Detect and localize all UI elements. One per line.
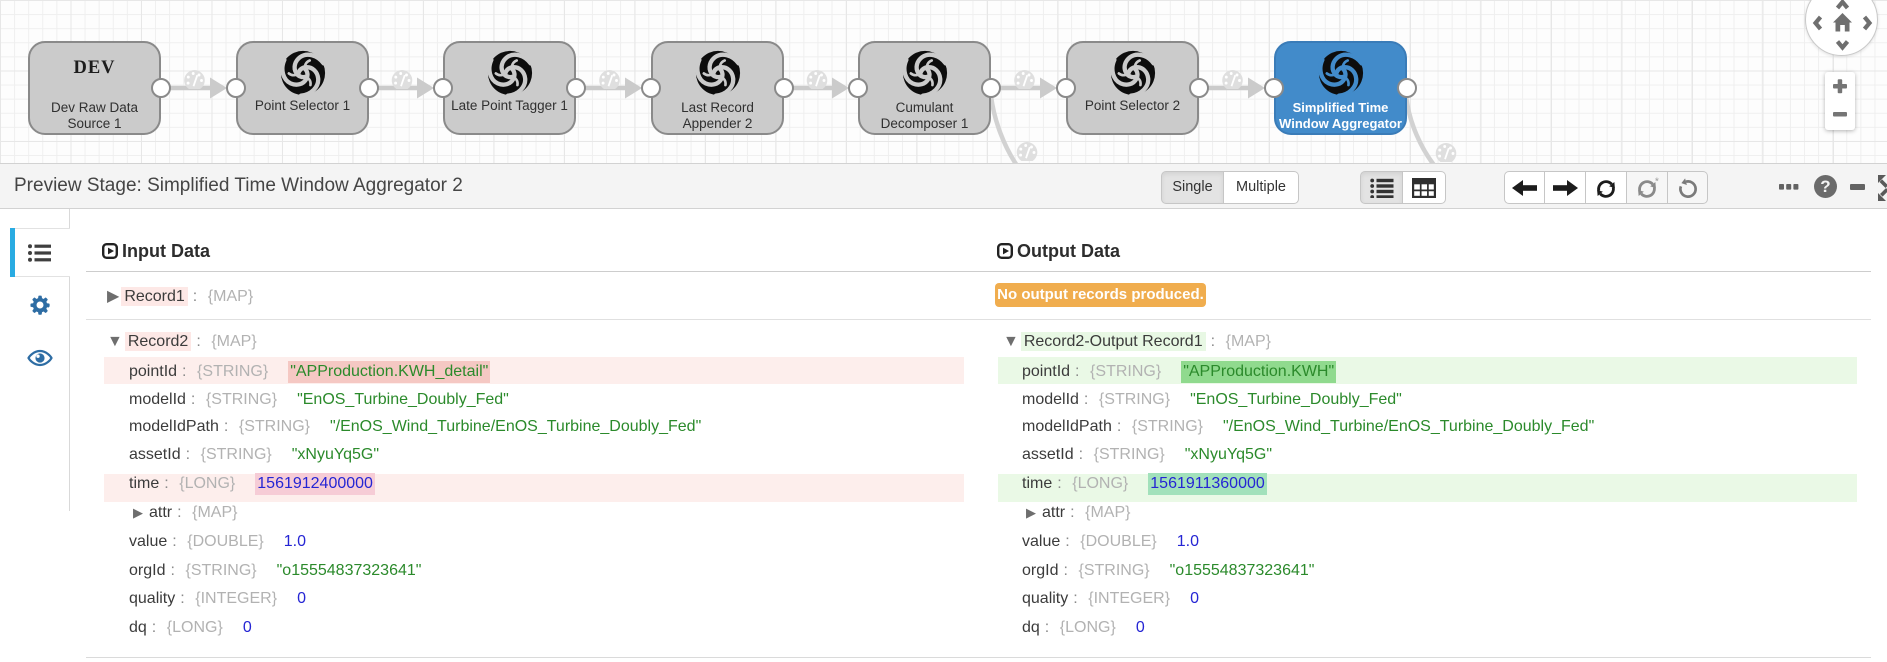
- svg-text:?: ?: [1820, 177, 1830, 196]
- svg-text:*: *: [1655, 177, 1659, 187]
